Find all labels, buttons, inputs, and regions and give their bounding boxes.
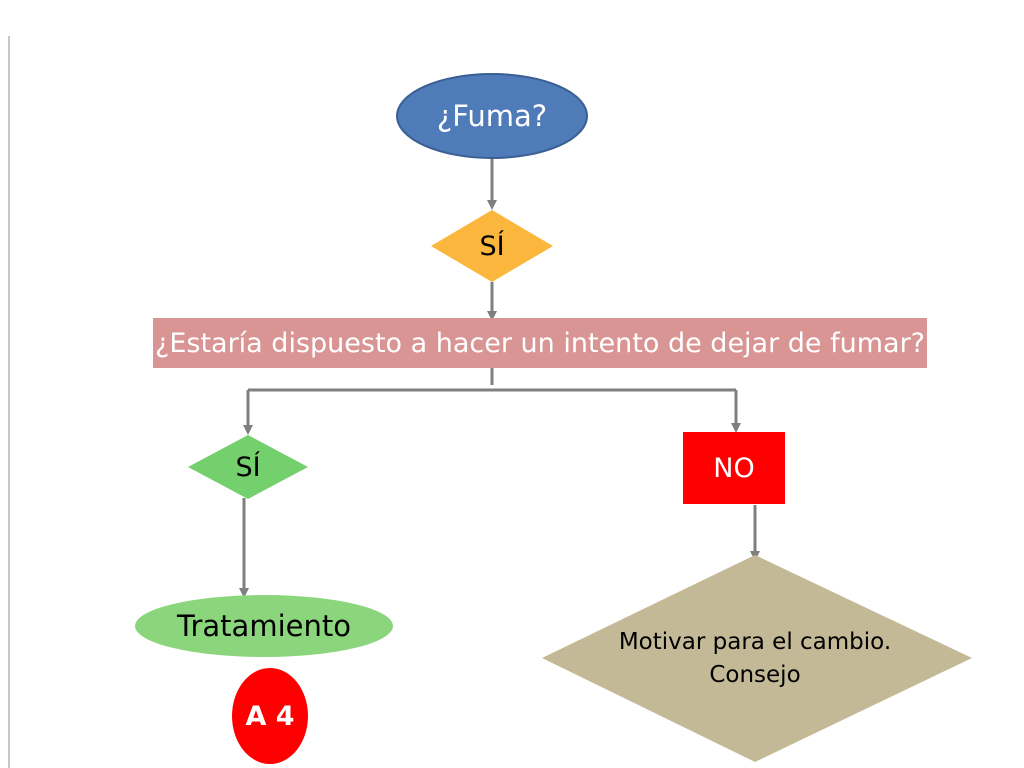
fuma-ellipse [396,73,588,159]
no-box [683,432,785,504]
question-label: ¿Estaría dispuesto a hacer un intento de… [154,327,926,359]
a4-label: A 4 [245,700,295,732]
motivar-line-1: Motivar para el cambio. [618,628,892,655]
no-label: NO [713,452,755,484]
tratamiento-ellipse [135,595,393,657]
motivar-line-2: Consejo [709,662,801,688]
a4-circle [232,668,308,764]
si-left-label: SÍ [235,451,261,483]
si-top-label: SÍ [479,230,505,262]
edges [239,156,760,598]
motivar-label: Motivar para el cambio. Consejo [580,624,930,694]
si-top-diamond [431,210,553,282]
left-border-rule [8,36,10,768]
motivar-diamond [542,555,972,762]
tratamiento-label: Tratamiento [177,609,351,643]
fuma-label: ¿Fuma? [436,99,548,133]
question-box [153,318,927,368]
si-left-diamond [188,435,308,499]
